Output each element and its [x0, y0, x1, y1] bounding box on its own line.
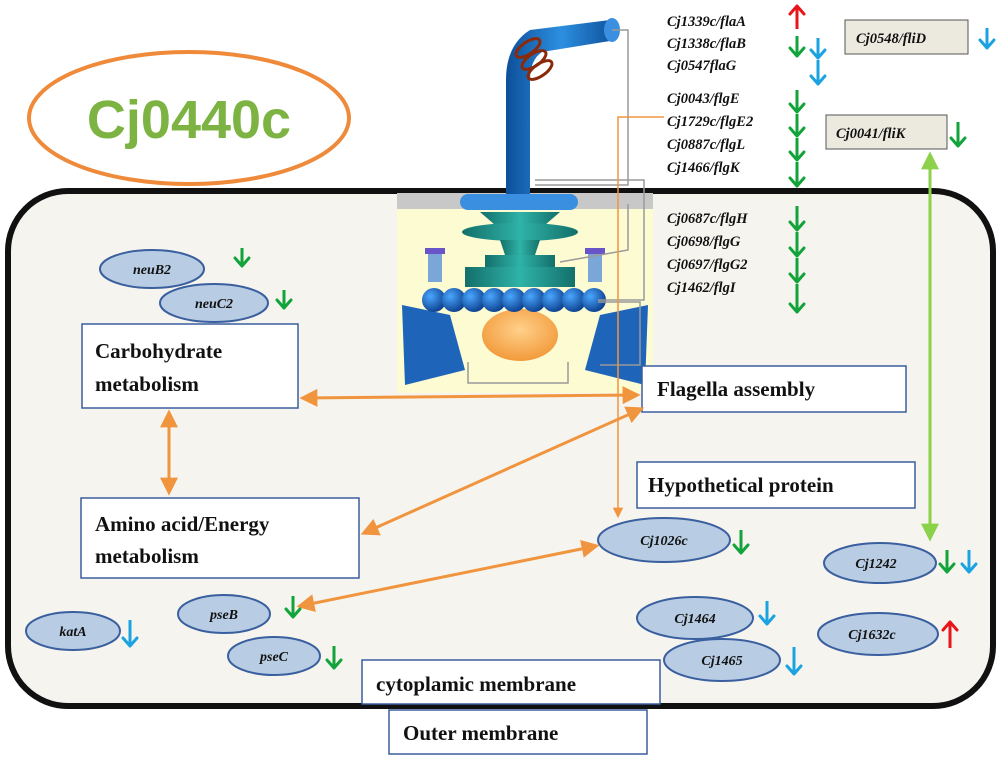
down-arrow-icon	[788, 114, 806, 138]
neuC2-label: neuC2	[195, 297, 233, 312]
fliD-box: Cj0548/fliD	[844, 19, 969, 55]
down-arrow-icon	[949, 122, 967, 148]
cytoplasmic-membrane-box: cytoplamic membrane	[361, 659, 661, 705]
link-amino-flagella	[360, 406, 645, 536]
gene-label: Cj0043/flgE	[667, 91, 740, 107]
carbohydrate-label-2: metabolism	[95, 372, 199, 396]
down-arrow-icon	[121, 620, 139, 648]
ellipse-pseB: pseB	[177, 594, 271, 634]
down-arrow-icon	[788, 206, 806, 232]
gene-label: Cj0687c/flgH	[667, 211, 748, 227]
Cj1026c-label: Cj1026c	[640, 534, 688, 549]
carbohydrate-label-1: Carbohydrate	[95, 339, 222, 363]
down-arrow-icon	[978, 28, 996, 50]
down-arrow-icon	[788, 232, 806, 258]
outer-membrane-box: Outer membrane	[388, 709, 648, 755]
regulation-arrows	[121, 4, 996, 676]
down-arrow-icon	[809, 38, 827, 60]
down-arrow-icon	[275, 290, 293, 310]
down-arrow-icon	[960, 550, 978, 574]
gene-label: Cj0887c/flgL	[667, 137, 745, 153]
down-arrow-icon	[809, 60, 827, 86]
cytoplasmic-label: cytoplamic membrane	[376, 672, 576, 696]
Cj1632c-label: Cj1632c	[848, 628, 896, 643]
title-text: Cj0440c	[87, 90, 291, 150]
down-arrow-icon	[788, 284, 806, 314]
gene-label: Cj0698/flgG	[667, 234, 741, 250]
connector-arrows	[160, 386, 645, 612]
down-arrow-icon	[758, 601, 776, 626]
gene-label: Cj1729c/flgE2	[667, 114, 753, 130]
gene-label: Cj1338c/flaB	[667, 36, 746, 52]
down-arrow-icon	[788, 162, 806, 188]
outer-membrane-label: Outer membrane	[403, 721, 558, 745]
gene-label: Cj0547flaG	[667, 58, 737, 74]
down-arrow-icon	[233, 248, 251, 268]
flagella-box: Flagella assembly	[641, 365, 907, 413]
down-arrow-icon	[732, 530, 750, 555]
Cj1242-label: Cj1242	[855, 557, 896, 572]
carbohydrate-box: Carbohydrate metabolism	[81, 323, 299, 409]
down-arrow-icon	[284, 596, 302, 619]
ellipse-Cj1242: Cj1242	[823, 542, 937, 584]
Cj1464-label: Cj1464	[674, 612, 715, 627]
ellipse-neuB2: neuB2	[99, 249, 205, 289]
ellipse-pseC: pseC	[227, 636, 321, 676]
fliD-label: Cj0548/fliD	[856, 31, 927, 47]
pseB-label: pseB	[209, 608, 238, 623]
hypothetical-label: Hypothetical protein	[648, 473, 834, 497]
gene-label: Cj0697/flgG2	[667, 257, 748, 273]
gene-label: Cj1462/flgI	[667, 280, 737, 296]
ellipse-Cj1464: Cj1464	[636, 596, 754, 640]
thin-link-flgE-Cj1026c	[612, 116, 664, 519]
down-arrow-icon	[788, 258, 806, 284]
link-pseB-Cj1026c	[296, 540, 600, 612]
amino-label-2: metabolism	[95, 544, 199, 568]
up-arrow-icon	[788, 4, 806, 29]
link-carb-flagella	[299, 386, 641, 407]
down-arrow-icon	[788, 36, 806, 58]
flagellar-motor-illustration	[397, 18, 653, 393]
ellipse-Cj1465: Cj1465	[663, 638, 781, 682]
down-arrow-icon	[785, 647, 803, 676]
neuB2-label: neuB2	[133, 263, 171, 278]
katA-label: katA	[59, 625, 86, 640]
hypothetical-box: Hypothetical protein	[636, 461, 916, 509]
bracket-lines	[535, 29, 645, 366]
down-arrow-icon	[938, 550, 956, 574]
amino-box: Amino acid/Energy metabolism	[80, 497, 360, 579]
flagella-label: Flagella assembly	[657, 377, 816, 401]
ellipse-neuC2: neuC2	[159, 283, 269, 323]
down-arrow-icon	[325, 646, 343, 670]
pseC-label: pseC	[259, 650, 289, 665]
ellipse-Cj1026c: Cj1026c	[597, 517, 731, 563]
title-badge: Cj0440c	[27, 50, 351, 186]
up-arrow-icon	[941, 620, 959, 648]
down-arrow-icon	[788, 138, 806, 162]
fliK-box: Cj0041/fliK	[825, 114, 948, 150]
down-arrow-icon	[788, 90, 806, 114]
ellipse-Cj1632c: Cj1632c	[817, 612, 939, 656]
Cj1465-label: Cj1465	[701, 654, 742, 669]
ellipse-katA: katA	[25, 611, 121, 651]
fliK-label: Cj0041/fliK	[836, 126, 907, 142]
amino-label-1: Amino acid/Energy	[95, 512, 270, 536]
gene-label: Cj1466/flgK	[667, 160, 741, 176]
gene-label: Cj1339c/flaA	[667, 14, 746, 30]
flagellar-gene-list: Cj1339c/flaA Cj1338c/flaB Cj0547flaG Cj0…	[667, 14, 753, 296]
